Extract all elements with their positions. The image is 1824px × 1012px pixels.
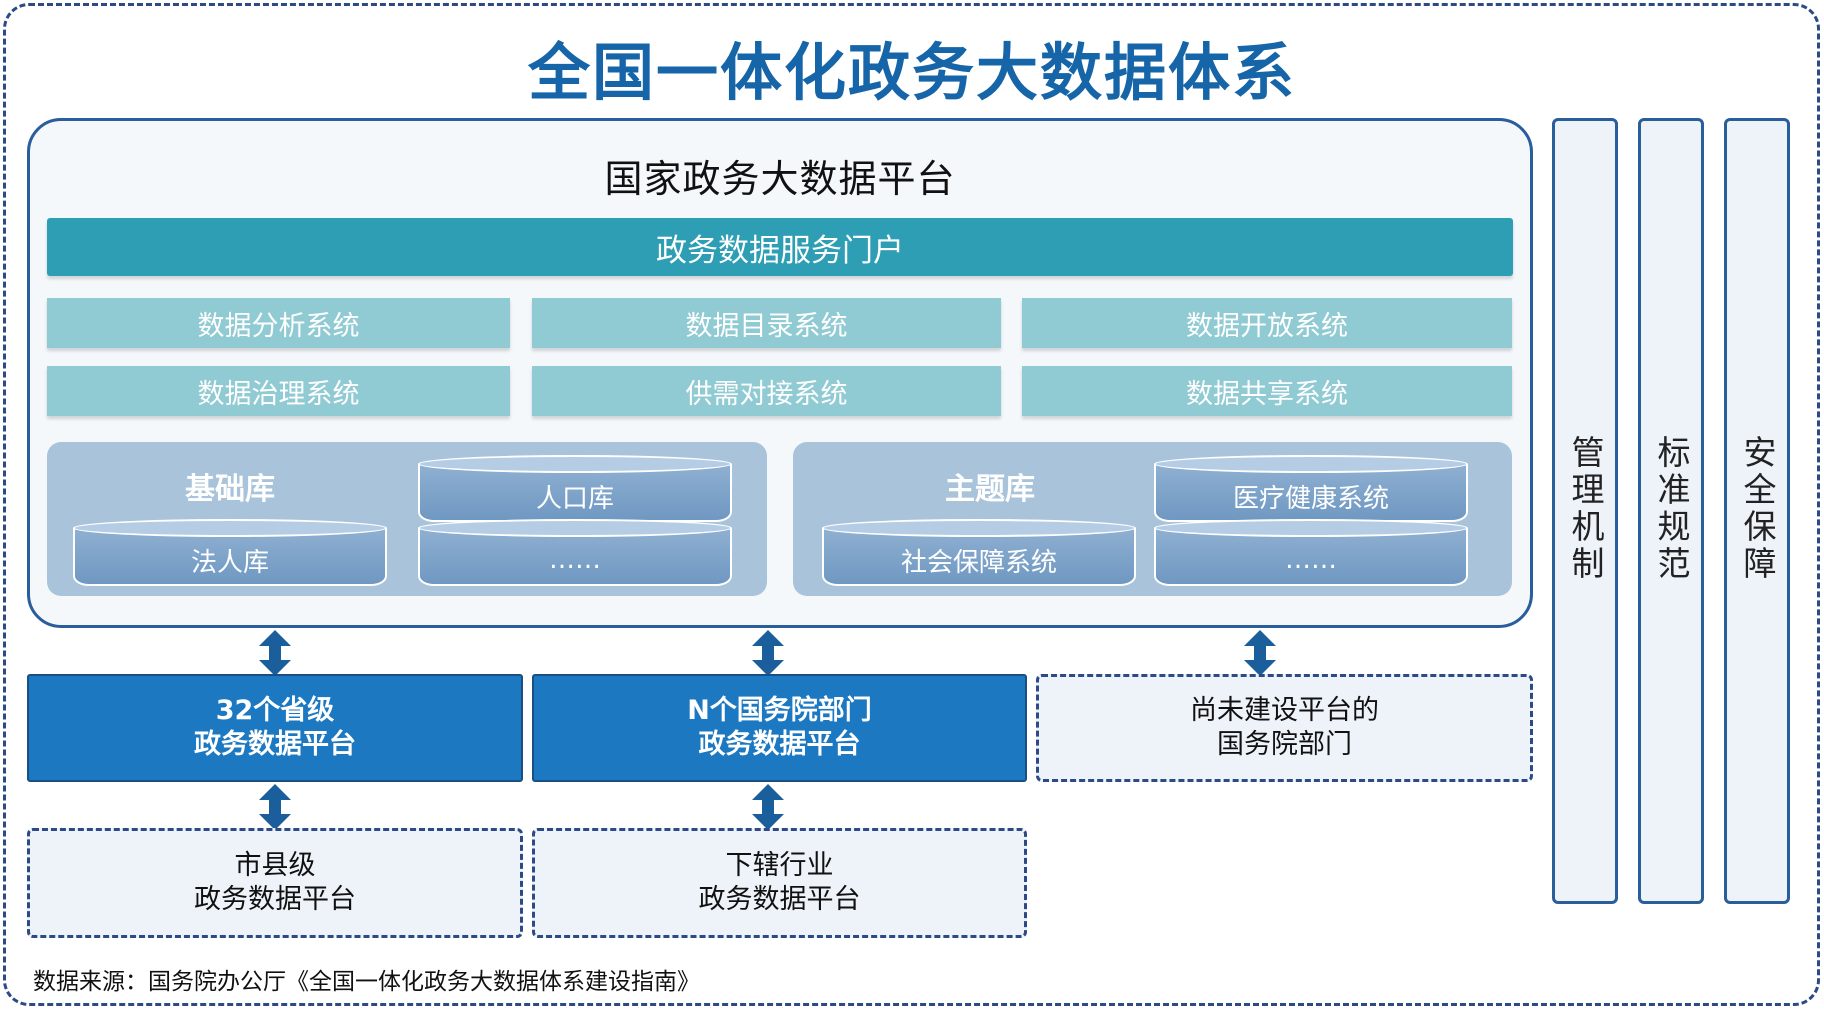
system-data-open: 数据开放系统 (1022, 298, 1512, 348)
double-arrow-icon (1244, 630, 1276, 676)
database-legal-entity: 法人库 (73, 519, 387, 586)
system-data-sharing: 数据共享系统 (1022, 366, 1512, 416)
provincial-line-2: 政务数据平台 (194, 729, 356, 760)
unbuilt-departments-box: 尚未建设平台的 国务院部门 (1036, 674, 1533, 782)
portal-bar: 政务数据服务门户 (47, 218, 1513, 276)
database-health-label: 医疗健康系统 (1232, 483, 1389, 514)
database-base-more-label: …… (549, 545, 601, 575)
pillar-management-label: 管理机制 (1566, 435, 1605, 583)
city-county-platform-box: 市县级 政务数据平台 (27, 828, 523, 938)
database-topic-more: …… (1154, 519, 1468, 586)
departments-line-1: N个国务院部门 (687, 695, 872, 726)
data-source-note: 数据来源：国务院办公厅《全国一体化政务大数据体系建设指南》 (33, 969, 700, 995)
database-social-security: 社会保障系统 (822, 519, 1136, 586)
database-health: 医疗健康系统 (1154, 455, 1468, 522)
provincial-line-1: 32个省级 (215, 695, 335, 726)
pillar-standards-label: 标准规范 (1652, 435, 1691, 583)
system-data-catalog: 数据目录系统 (532, 298, 1001, 348)
double-arrow-icon (752, 784, 784, 830)
system-data-governance: 数据治理系统 (47, 366, 510, 416)
system-supply-demand: 供需对接系统 (532, 366, 1001, 416)
departments-line-2: 政务数据平台 (698, 729, 861, 760)
pillar-standards: 标准规范 (1638, 118, 1704, 904)
double-arrow-icon (752, 630, 784, 676)
provincial-platform-box: 32个省级 政务数据平台 (27, 674, 523, 782)
industry-line-2: 政务数据平台 (698, 884, 861, 915)
departments-platform-box: N个国务院部门 政务数据平台 (532, 674, 1027, 782)
database-base-more: …… (418, 519, 732, 586)
pillar-security: 安全保障 (1724, 118, 1790, 904)
platform-title: 国家政务大数据平台 (604, 157, 956, 201)
database-social-security-label: 社会保障系统 (900, 547, 1057, 578)
unbuilt-line-1: 尚未建设平台的 (1190, 695, 1379, 726)
city-county-line-2: 政务数据平台 (194, 884, 356, 915)
base-library-title: 基础库 (185, 472, 275, 507)
system-data-analysis: 数据分析系统 (47, 298, 510, 348)
double-arrow-icon (259, 784, 291, 830)
double-arrow-icon (259, 630, 291, 676)
pillar-security-label: 安全保障 (1738, 435, 1777, 583)
unbuilt-line-2: 国务院部门 (1217, 729, 1352, 760)
pillar-management: 管理机制 (1552, 118, 1618, 904)
database-population-label: 人口库 (535, 483, 614, 514)
database-topic-more-label: …… (1285, 545, 1337, 575)
industry-platform-box: 下辖行业 政务数据平台 (532, 828, 1027, 938)
database-population: 人口库 (418, 455, 732, 522)
topic-library-title: 主题库 (945, 472, 1035, 507)
main-title: 全国一体化政务大数据体系 (527, 36, 1296, 109)
city-county-line-1: 市县级 (234, 850, 316, 881)
industry-line-1: 下辖行业 (725, 850, 834, 881)
database-legal-entity-label: 法人库 (190, 547, 269, 578)
outer-dashed-frame (3, 3, 1820, 1006)
